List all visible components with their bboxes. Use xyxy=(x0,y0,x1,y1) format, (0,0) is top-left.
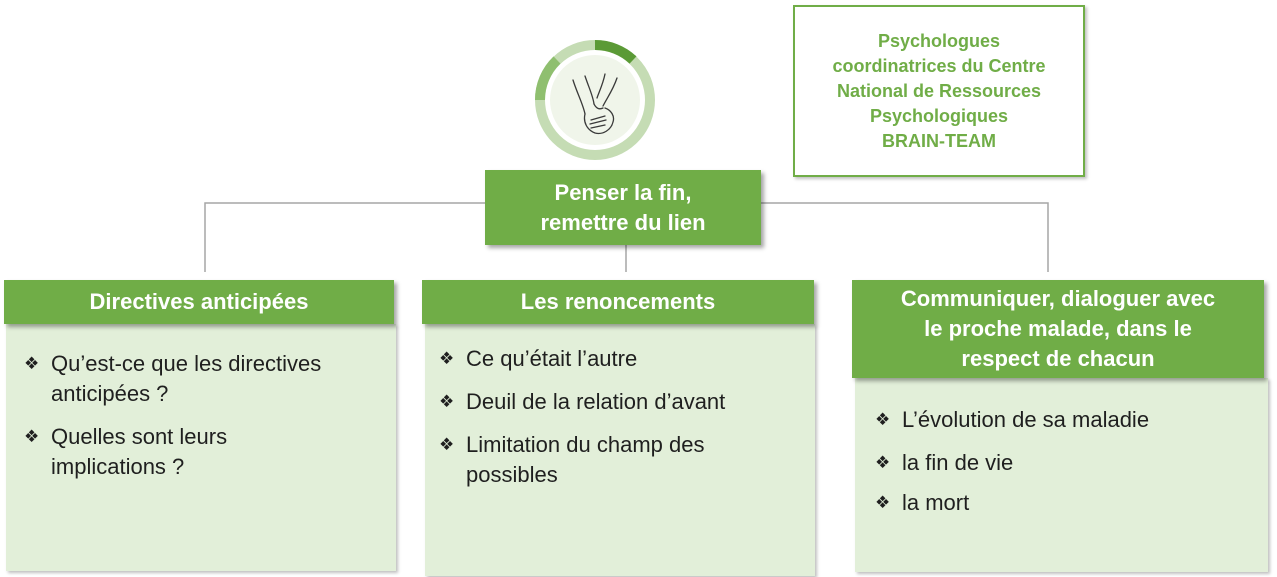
list-item: ❖ Limitation du champ des possibles xyxy=(439,430,815,490)
diamond-bullet-icon: ❖ xyxy=(24,354,40,373)
list-item: ❖ L’évolution de sa maladie xyxy=(875,405,1268,435)
list-item-text: Quelles sont leurs xyxy=(51,424,228,449)
list-item: ❖ Quelles sont leurs implications ? xyxy=(24,422,396,482)
list-item-text: Ce qu’était l’autre xyxy=(466,346,638,371)
title-line: remettre du lien xyxy=(540,209,706,235)
header-line: le proche malade, dans le xyxy=(924,316,1192,341)
list-item-text: implications ? xyxy=(51,454,185,479)
list-item: ❖ Deuil de la relation d’avant xyxy=(439,387,815,417)
credit-line: BRAIN-TEAM xyxy=(882,130,996,151)
connector-right xyxy=(761,202,1049,272)
list-item: ❖ la fin de vie xyxy=(875,448,1268,478)
central-title: Penser la fin, remettre du lien xyxy=(485,170,761,245)
communiquer-panel: ❖ L’évolution de sa maladie ❖ la fin de … xyxy=(855,378,1268,572)
credit-box: Psychologues coordinatrices du Centre Na… xyxy=(793,5,1085,177)
header-line: Les renoncements xyxy=(520,289,716,314)
diamond-bullet-icon: ❖ xyxy=(875,453,891,472)
list-item-text: Limitation du champ des xyxy=(466,432,705,457)
renoncements-header: Les renoncements xyxy=(422,280,814,324)
title-line: Penser la fin, xyxy=(554,179,692,205)
credit-line: coordinatrices du Centre xyxy=(832,55,1046,76)
list-item-text: Qu’est-ce que les directives xyxy=(51,351,322,376)
diamond-bullet-icon: ❖ xyxy=(875,410,891,429)
list-item: ❖ Ce qu’était l’autre xyxy=(439,344,815,374)
renoncements-panel: ❖ Ce qu’était l’autre ❖ Deuil de la rela… xyxy=(425,324,815,576)
list-item-text: la fin de vie xyxy=(902,450,1014,475)
list-item: ❖ Qu’est-ce que les directives anticipée… xyxy=(24,349,396,409)
diamond-bullet-icon: ❖ xyxy=(439,435,455,454)
diamond-bullet-icon: ❖ xyxy=(24,427,40,446)
diamond-bullet-icon: ❖ xyxy=(439,392,455,411)
diamond-bullet-icon: ❖ xyxy=(875,493,891,512)
header-line: Directives anticipées xyxy=(89,289,309,314)
directives-header: Directives anticipées xyxy=(4,280,394,324)
list-item-text: anticipées ? xyxy=(51,381,169,406)
credit-line: Psychologiques xyxy=(869,105,1009,126)
list-item-text: Deuil de la relation d’avant xyxy=(466,389,726,414)
list-item-text: L’évolution de sa maladie xyxy=(902,407,1150,432)
credit-line: Psychologues xyxy=(877,30,1001,51)
credit-line: National de Ressources xyxy=(836,80,1042,101)
list-item-text: possibles xyxy=(466,462,558,487)
connector-left xyxy=(204,202,485,272)
directives-panel: ❖ Qu’est-ce que les directives anticipée… xyxy=(6,324,396,571)
communiquer-header: Communiquer, dialoguer avec le proche ma… xyxy=(852,280,1264,378)
header-line: Communiquer, dialoguer avec xyxy=(900,286,1216,311)
list-item: ❖ la mort xyxy=(875,488,1268,518)
header-line: respect de chacun xyxy=(961,346,1155,371)
list-item-text: la mort xyxy=(902,490,970,515)
holding-hands-icon xyxy=(534,39,655,160)
diamond-bullet-icon: ❖ xyxy=(439,349,455,368)
